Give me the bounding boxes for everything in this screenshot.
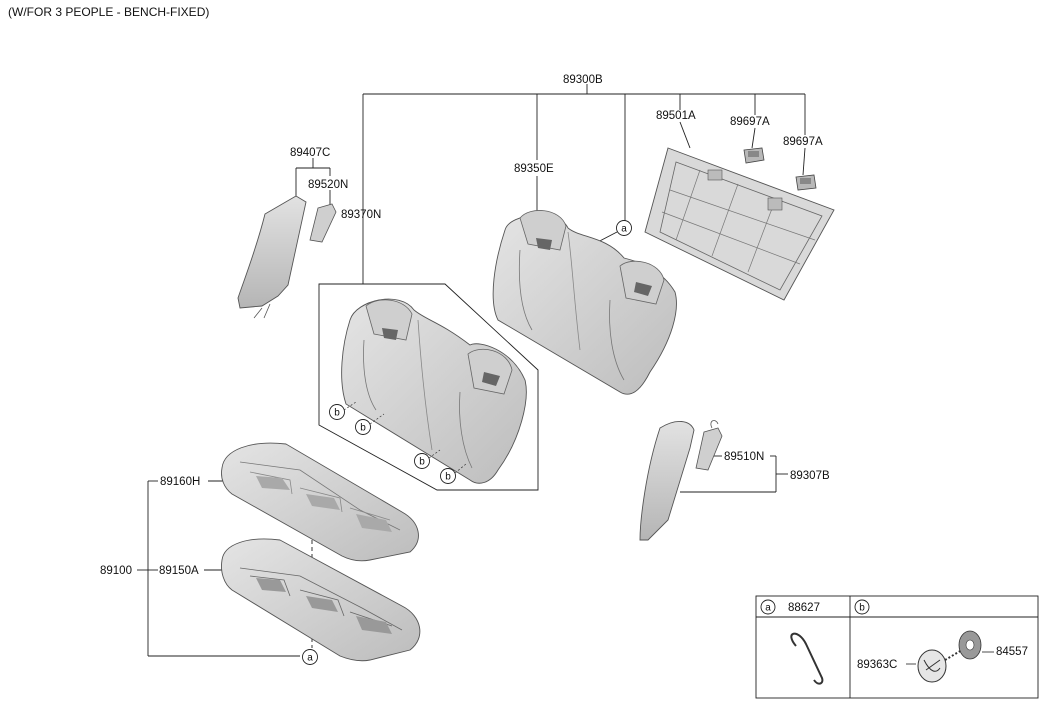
label-89510N: 89510N	[724, 451, 764, 463]
headrest-guide-clip	[795, 174, 817, 191]
label-89370N: 89370N	[341, 209, 381, 221]
legend-letter-a: a	[765, 603, 771, 614]
callout-b: b	[414, 449, 441, 469]
seat-cushion-pad	[221, 538, 421, 662]
legend-letter-b: b	[859, 603, 865, 614]
svg-text:a: a	[307, 653, 313, 664]
callout-b: b	[355, 413, 385, 435]
label-89501A: 89501A	[656, 110, 696, 122]
callout-a: a	[616, 220, 632, 236]
callout-a: a	[302, 649, 318, 665]
label-89160H: 89160H	[160, 476, 200, 488]
legend-table: a 88627 b 89363C 84557	[755, 595, 1039, 699]
label-89300B: 89300B	[563, 74, 603, 86]
legend-part-89363C: 89363C	[857, 659, 897, 671]
side-bolster-right	[639, 421, 695, 541]
svg-text:a: a	[621, 224, 627, 235]
label-89100: 89100	[100, 565, 132, 577]
callout-b: b	[440, 463, 467, 484]
legend-part-84557: 84557	[996, 646, 1028, 658]
label-89697A: 89697A	[783, 136, 823, 148]
fastener-icon	[917, 649, 963, 683]
svg-text:b: b	[334, 408, 340, 419]
svg-text:b: b	[445, 472, 451, 483]
seat-back-frame	[644, 147, 835, 301]
side-bolster-left	[237, 195, 307, 319]
page-title: (W/FOR 3 PEOPLE - BENCH-FIXED)	[8, 5, 209, 19]
label-89407C: 89407C	[290, 147, 330, 159]
seat-back-cover	[341, 298, 527, 484]
bolster-pad-right	[695, 420, 723, 471]
label-89350E: 89350E	[514, 163, 554, 175]
headrest-guide-clip	[743, 147, 765, 164]
callout-b: b	[329, 401, 357, 420]
retainer-ring-icon	[958, 630, 982, 660]
wire-hook-icon	[790, 632, 824, 685]
label-89307B: 89307B	[790, 470, 830, 482]
seat-cushion-cover	[221, 442, 419, 562]
label-89520N: 89520N	[308, 179, 348, 191]
svg-text:b: b	[419, 457, 425, 468]
label-89697A: 89697A	[730, 116, 770, 128]
leader-lines	[137, 84, 806, 657]
part-labels: 89300B 89501A 89697A 89697A 89407C 89520…	[100, 74, 830, 577]
bolster-pad-left	[309, 203, 337, 243]
svg-text:b: b	[360, 423, 366, 434]
label-89150A: 89150A	[159, 565, 199, 577]
seat-back-assembly	[492, 210, 677, 395]
legend-part-88627: 88627	[788, 602, 820, 614]
